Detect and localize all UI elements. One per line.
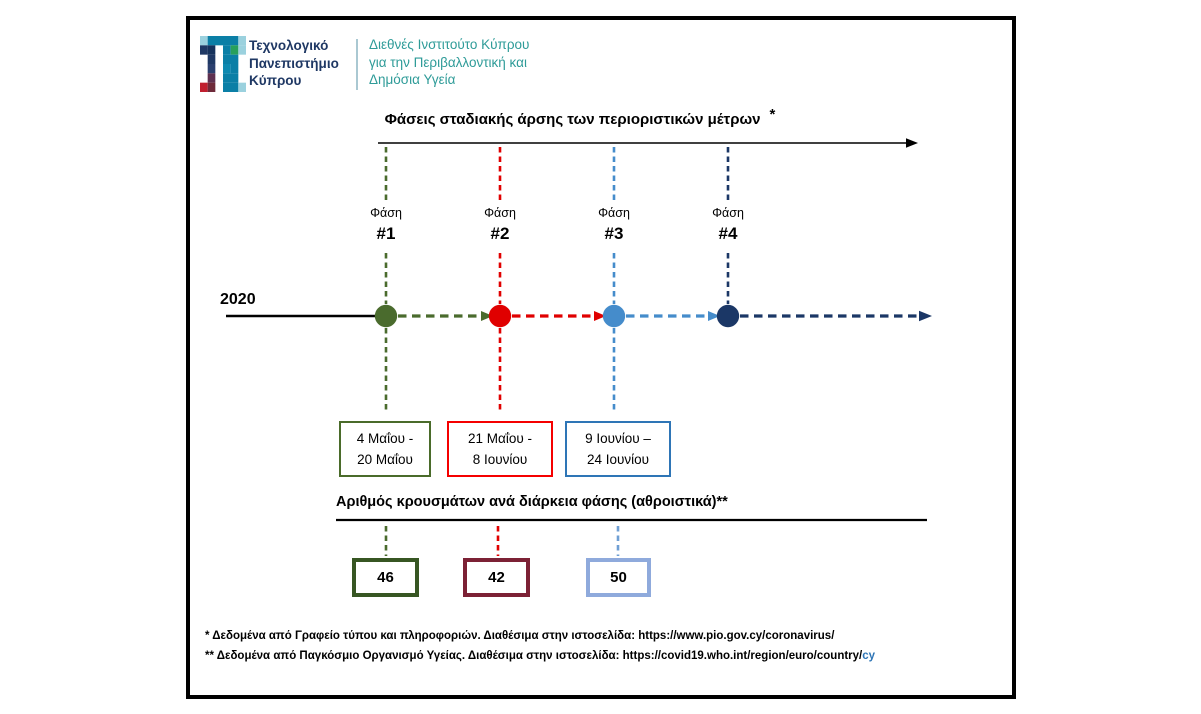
footnote-2: ** Δεδομένα από Παγκόσμιο Οργανισμό Υγεί… xyxy=(205,650,875,662)
top-axis-arrowhead xyxy=(906,138,918,148)
cases-count-phase-2: 42 xyxy=(463,558,530,597)
phase-1-label: Φάση #1 xyxy=(341,205,431,245)
timeline-title-text: Φάσεις σταδιακής άρσης των περιοριστικών… xyxy=(384,111,761,128)
date-line: 20 Μαΐου xyxy=(357,452,413,467)
cases-section-title: Αριθμός κρουσμάτων ανά διάρκεια φάσης (α… xyxy=(336,494,728,510)
year-label: 2020 xyxy=(220,291,256,308)
date-line: 9 Ιουνίου – xyxy=(585,431,651,446)
timeline-title: Φάσεις σταδιακής άρσης των περιοριστικών… xyxy=(285,106,875,128)
university-name-line: Πανεπιστήμιο xyxy=(249,55,339,71)
phase-2-date-box: 21 Μαΐου - 8 Ιουνίου xyxy=(447,421,553,477)
phase-2-arrowhead xyxy=(594,311,606,321)
timeline-dot-phase-4 xyxy=(716,304,740,328)
phase-word: Φάση xyxy=(370,206,402,220)
phase-3-label: Φάση #3 xyxy=(569,205,659,245)
timeline-diagram xyxy=(226,138,932,556)
phase-4-label: Φάση #4 xyxy=(683,205,773,245)
institute-name-line: Δημόσια Υγεία xyxy=(369,72,456,87)
institute-name: Διεθνές Ινστιτούτο Κύπρου για την Περιβα… xyxy=(369,36,529,89)
phase-3-arrowhead xyxy=(708,311,720,321)
phase-word: Φάση xyxy=(598,206,630,220)
timeline-dot-phase-3 xyxy=(602,304,626,328)
phase-number: #1 xyxy=(376,224,396,243)
institute-name-line: Διεθνές Ινστιτούτο Κύπρου xyxy=(369,37,530,52)
phase-1-date-box: 4 Μαΐου - 20 Μαΐου xyxy=(339,421,431,477)
phase-3-date-box: 9 Ιουνίου – 24 Ιουνίου xyxy=(565,421,671,477)
phase-number: #2 xyxy=(490,224,510,243)
phase-word: Φάση xyxy=(484,206,516,220)
date-line: 24 Ιουνίου xyxy=(586,452,650,467)
university-logo xyxy=(200,36,246,92)
phase-word: Φάση xyxy=(712,206,744,220)
footnote-2-text: ** Δεδομένα από Παγκόσμιο Οργανισμό Υγεί… xyxy=(205,650,863,662)
date-line: 8 Ιουνίου xyxy=(472,452,528,467)
footnote-2-link-tail: cy xyxy=(862,650,876,662)
figure-frame: Τεχνολογικό Πανεπιστήμιο Κύπρου Διεθνές … xyxy=(186,16,1016,699)
date-line: 4 Μαΐου - xyxy=(356,431,414,446)
phase-number: #3 xyxy=(604,224,624,243)
timeline-dot-phase-1 xyxy=(374,304,398,328)
institute-name-line: για την Περιβαλλοντική και xyxy=(369,54,527,70)
university-name-line: Τεχνολογικό xyxy=(249,38,329,53)
phase-1-arrowhead xyxy=(481,311,493,321)
footnote-marker-asterisk: * xyxy=(769,106,776,123)
date-line: 21 Μαΐου - xyxy=(468,431,532,446)
timeline-dot-phase-2 xyxy=(488,304,512,328)
university-name: Τεχνολογικό Πανεπιστήμιο Κύπρου xyxy=(249,37,339,90)
cases-count-phase-1: 46 xyxy=(352,558,419,597)
header-divider xyxy=(356,39,358,90)
phase-2-label: Φάση #2 xyxy=(455,205,545,245)
phase-number: #4 xyxy=(718,224,738,243)
phase-4-arrowhead xyxy=(919,310,932,322)
footnote-1: * Δεδομένα από Γραφείο τύπου και πληροφο… xyxy=(205,630,835,642)
university-name-line: Κύπρου xyxy=(249,73,302,88)
cases-count-phase-3: 50 xyxy=(586,558,651,597)
